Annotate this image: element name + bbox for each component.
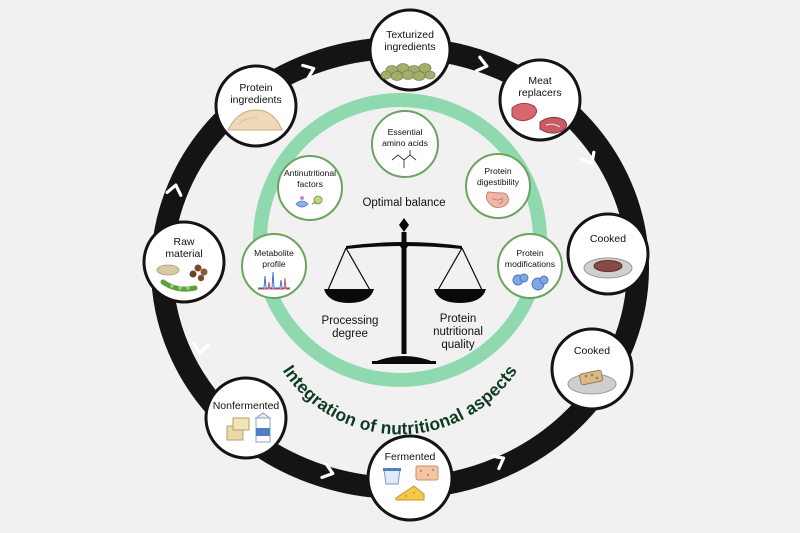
inner-node-label: amino acids: [382, 138, 428, 148]
cooked-tempeh-plate-icon: [567, 369, 617, 395]
ring-arrows: [165, 55, 596, 480]
meat-steak-icon: [511, 102, 568, 134]
arrow-chevron: [474, 55, 489, 73]
node-protein-ingredients: Protein ingredients: [214, 64, 298, 148]
left-pan-label: degree: [332, 328, 368, 340]
modified-protein-icon: [512, 273, 549, 291]
inner-node-label: Essential: [388, 127, 423, 137]
inner-node-label: Antinutritional: [284, 168, 336, 178]
enzyme-inhibitor-icon: [295, 195, 323, 208]
node-label: Cooked: [574, 345, 610, 357]
inner-node-metabolite-profile: Metabolite profile: [241, 233, 307, 299]
inner-node-label: digestibility: [477, 177, 520, 187]
inner-node-essential-amino-acids: Essential amino acids: [371, 110, 439, 178]
node-label: Cooked: [590, 233, 626, 245]
arrow-chevron: [490, 454, 506, 471]
node-nonfermented: Nonfermented: [204, 376, 288, 460]
node-label: Nonfermented: [213, 400, 280, 412]
arrow-chevron: [579, 150, 596, 166]
node-meat-replacers: Meat replacers: [498, 58, 582, 142]
arrow-chevron: [320, 462, 335, 480]
inner-node-label: factors: [297, 179, 323, 189]
digestive-system-icon: [485, 191, 509, 209]
node-label: Protein: [239, 82, 272, 94]
tofu-milk-carton-icon: [226, 412, 272, 443]
texturized-protein-chunks-icon: [380, 63, 436, 81]
left-pan-label: Processing: [322, 315, 379, 327]
node-label: Texturized: [386, 29, 434, 41]
balance-scale-icon: [324, 218, 486, 364]
node-texturized-ingredients: Texturized ingredients: [368, 8, 452, 92]
node-label: ingredients: [230, 94, 281, 106]
cooked-steak-plate-icon: [583, 257, 633, 279]
amino-acid-structure-icon: [391, 150, 417, 168]
node-label: Fermented: [385, 451, 436, 463]
node-raw-material: Raw material: [142, 220, 226, 304]
balance-title: Optimal balance: [362, 197, 445, 209]
node-label: Raw: [173, 236, 194, 248]
chromatogram-icon: [258, 271, 290, 290]
node-label: material: [165, 248, 202, 260]
arrow-chevron: [192, 341, 210, 355]
inner-node-protein-modifications: Protein modifications: [497, 233, 563, 299]
node-label: ingredients: [384, 41, 435, 53]
inner-node-label: profile: [262, 259, 286, 269]
arrow-chevron: [165, 183, 183, 197]
node-label: Meat: [528, 75, 551, 87]
node-label: replacers: [518, 87, 561, 99]
inner-node-antinutritional-factors: Antinutritional factors: [277, 155, 343, 221]
inner-node-label: Metabolite: [254, 248, 294, 258]
node-fermented: Fermented: [366, 434, 454, 522]
protein-powder-pile-icon: [227, 109, 283, 131]
arrow-chevron: [301, 63, 316, 80]
legumes-pod-icon: [156, 264, 208, 292]
right-pan-label: quality: [441, 339, 474, 351]
node-cooked-bottom: Cooked: [550, 327, 634, 411]
yogurt-cheese-tempeh-icon: [383, 465, 439, 501]
node-cooked-top: Cooked: [566, 212, 650, 296]
inner-node-label: Protein: [484, 166, 511, 176]
right-pan-label: Protein: [440, 313, 476, 325]
inner-node-label: modifications: [505, 259, 555, 269]
inner-node-label: Protein: [516, 248, 543, 258]
right-pan-label: nutritional: [433, 326, 483, 338]
inner-node-protein-digestibility: Protein digestibility: [465, 153, 531, 219]
ring-text: Integration of nutritional aspects: [279, 361, 521, 438]
